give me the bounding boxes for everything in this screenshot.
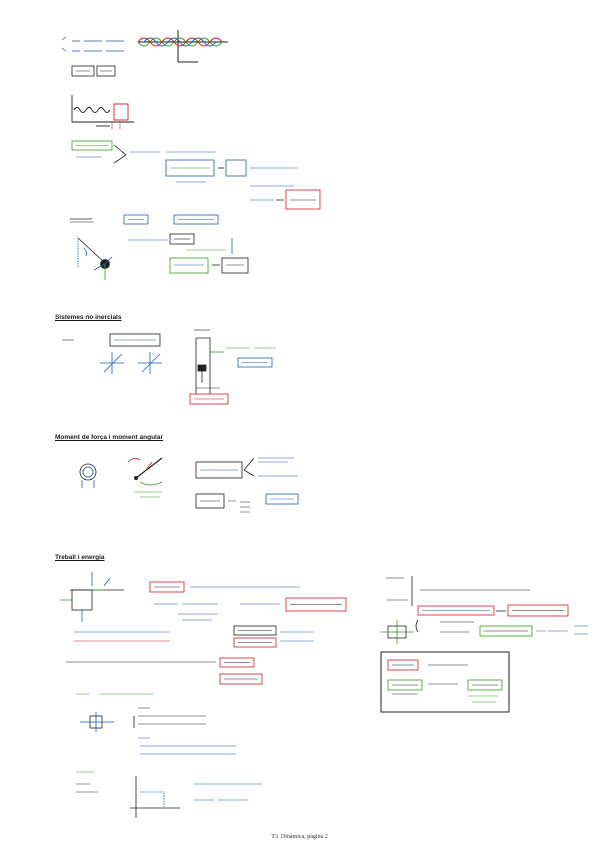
section-heading-torque: Moment de força i moment angular [55,434,163,441]
hooke-derivation [71,140,321,210]
shm-wave-graph [137,30,228,63]
spring-mass-diagram [71,95,134,130]
shm-boxes [71,65,116,77]
page-footer: T3. Dinàmica, pàgina 2 [271,834,328,840]
section-heading-work-energy: Treball i energia [55,554,105,561]
non-inertial-sketch [62,329,276,405]
pendulum-diagram [70,214,249,280]
work-energy-left [60,572,347,818]
shm-equations [61,36,124,52]
work-energy-right [380,576,588,713]
torque-sketch [79,457,299,513]
section-heading-non-inertial: Sistemes no inercials [55,314,122,321]
